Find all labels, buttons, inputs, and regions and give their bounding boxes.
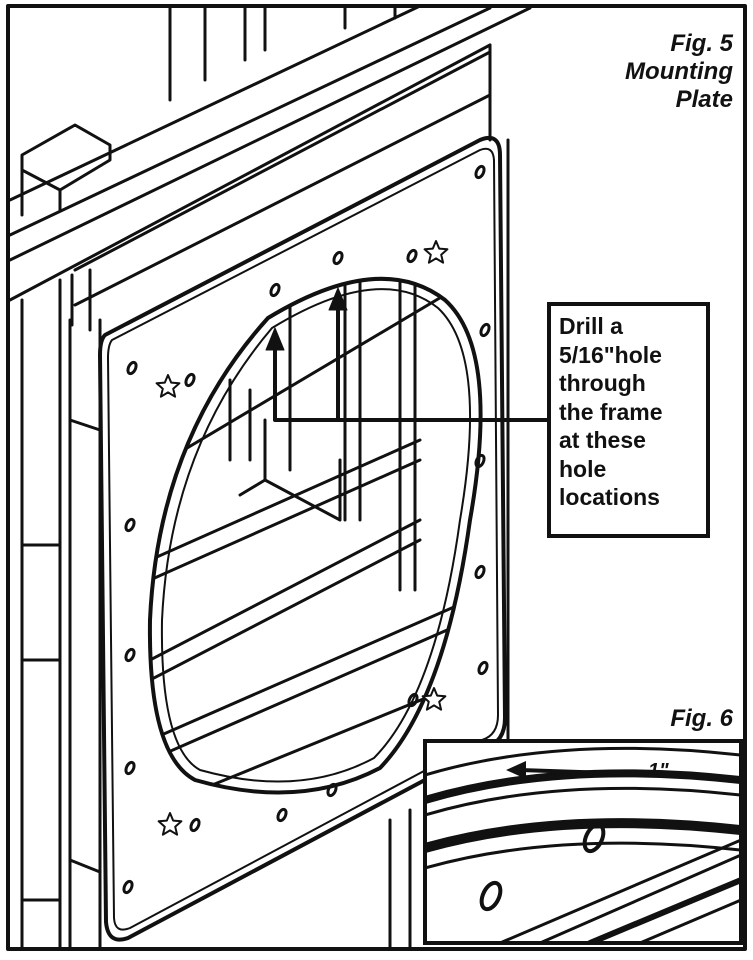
callout-line: the frame bbox=[559, 398, 663, 425]
callout-line: Drill a bbox=[559, 313, 623, 339]
dimension-arrow-head bbox=[506, 761, 526, 779]
star-icon bbox=[155, 374, 181, 398]
callout-line: through bbox=[559, 370, 646, 396]
callout-line: 5/16"hole bbox=[559, 341, 662, 368]
bolt-hole bbox=[407, 692, 419, 708]
bolt-hole bbox=[124, 517, 136, 533]
callout-line: locations bbox=[559, 484, 660, 510]
fig5-title-line1: Fig. 5 bbox=[670, 30, 733, 57]
background-posts bbox=[20, 4, 397, 217]
drill-instruction-callout: Drill a 5/16"hole through the frame at t… bbox=[547, 302, 710, 538]
bolt-hole bbox=[269, 282, 281, 298]
bolt-hole bbox=[474, 564, 486, 580]
plate-opening-rim bbox=[160, 288, 472, 783]
bolt-hole bbox=[126, 360, 138, 376]
bolt-hole bbox=[474, 164, 486, 180]
star-icon bbox=[157, 812, 183, 836]
plate-opening bbox=[147, 276, 483, 795]
arrow-head-right bbox=[328, 287, 348, 311]
star-icon bbox=[421, 687, 447, 711]
bolt-hole bbox=[276, 807, 288, 823]
left-frame bbox=[20, 278, 102, 951]
bolt-hole bbox=[406, 248, 418, 264]
top-rails bbox=[8, 4, 532, 332]
leader-lines bbox=[273, 303, 549, 422]
fig5-title-line2: Mounting bbox=[625, 58, 733, 85]
bolt-hole bbox=[184, 372, 196, 388]
bolt-hole bbox=[122, 879, 134, 895]
interior-view bbox=[149, 278, 472, 792]
bolt-hole bbox=[479, 322, 491, 338]
fig6-title: Fig. 6 bbox=[670, 705, 733, 732]
right-frame bbox=[388, 43, 510, 951]
star-markers bbox=[155, 240, 449, 836]
bolt-hole bbox=[332, 250, 344, 266]
callout-line: hole bbox=[559, 455, 607, 482]
star-icon bbox=[423, 240, 449, 264]
bolt-hole bbox=[326, 782, 338, 798]
bolt-hole bbox=[124, 760, 136, 776]
fig5-title-line3: Plate bbox=[675, 86, 733, 113]
bolt-holes bbox=[122, 164, 491, 895]
outer-border bbox=[6, 4, 747, 951]
bolt-hole bbox=[124, 647, 136, 663]
callout-line: at these bbox=[559, 427, 646, 453]
fig6-inset bbox=[423, 739, 743, 945]
bolt-hole bbox=[474, 453, 486, 469]
fig5-title: Fig. 5 Mounting Plate bbox=[621, 30, 737, 114]
bolt-hole bbox=[189, 817, 201, 833]
dimension-label: 1" bbox=[648, 760, 669, 782]
bolt-hole bbox=[477, 660, 489, 676]
arrow-head-left bbox=[265, 327, 285, 351]
